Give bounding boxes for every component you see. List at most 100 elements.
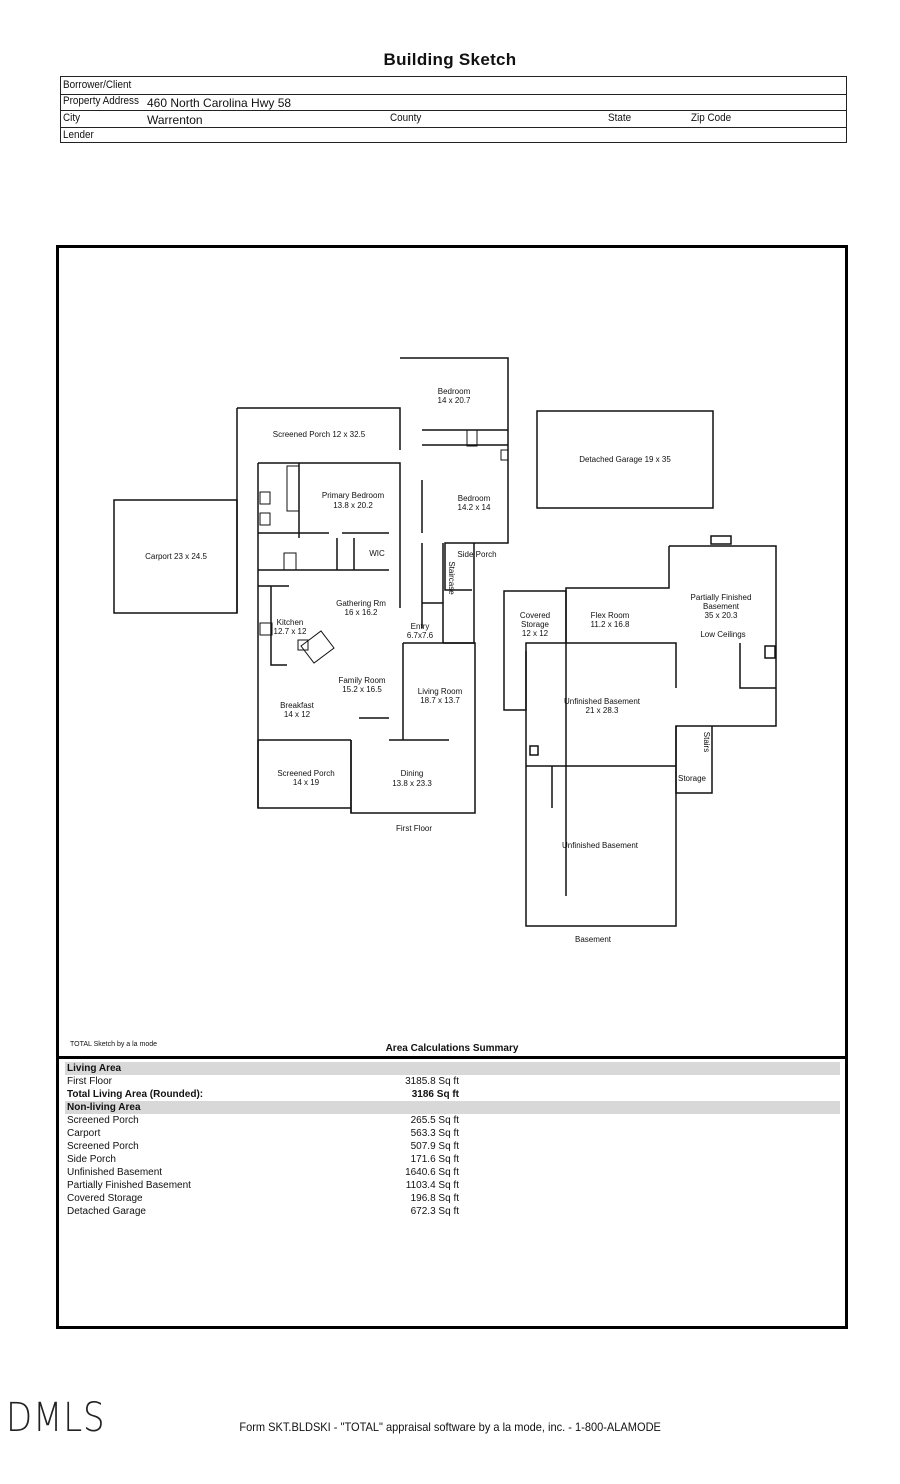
primary-bedroom-label: Primary Bedroom — [322, 491, 385, 500]
lender-label: Lender — [63, 129, 94, 141]
row-value: 563.3 Sq ft — [410, 1128, 459, 1139]
footer-text: Form SKT.BLDSKI - "TOTAL" appraisal soft… — [239, 1420, 661, 1434]
basement-label: Basement — [575, 935, 612, 944]
row-value: 507.9 Sq ft — [410, 1141, 459, 1152]
total-living-area-row: Total Living Area (Rounded): 3186 Sq ft — [65, 1088, 840, 1101]
screened-porch-bottom-size: 14 x 19 — [293, 778, 320, 787]
kitchen-size: 12.7 x 12 — [274, 627, 307, 636]
family-room-size: 15.2 x 16.5 — [342, 685, 382, 694]
property-label: Property Address — [63, 95, 139, 107]
table-row: Screened Porch 265.5 Sq ft — [65, 1114, 840, 1127]
covered-storage-label-1: Covered — [520, 611, 550, 620]
row-value: 1640.6 Sq ft — [405, 1167, 459, 1178]
wic-label: WIC — [369, 549, 385, 558]
dining-label: Dining — [401, 769, 424, 778]
county-label: County — [390, 112, 422, 124]
dmls-logo: DMLS — [6, 1395, 123, 1441]
row-name: Screened Porch — [67, 1115, 139, 1126]
borrower-label: Borrower/Client — [63, 79, 132, 91]
entry-size: 6.7x7.6 — [407, 631, 434, 640]
row-name: Unfinished Basement — [67, 1167, 163, 1178]
row-name: Carport — [67, 1128, 101, 1139]
row-value: 672.3 Sq ft — [410, 1206, 459, 1217]
state-label: State — [608, 112, 632, 124]
pfb-label-2: Basement — [703, 602, 740, 611]
form-footer: Form SKT.BLDSKI - "TOTAL" appraisal soft… — [0, 1420, 900, 1434]
non-living-area-header: Non-living Area — [65, 1101, 840, 1114]
pfb-label-1: Partially Finished — [691, 593, 752, 602]
sketch-credit: TOTAL Sketch by a la mode — [70, 1041, 158, 1048]
table-row: Carport 563.3 Sq ft — [65, 1127, 840, 1140]
unfinished-basement-1-size: 21 x 28.3 — [586, 706, 619, 715]
floor-plan: Bedroom 14 x 20.7 Screened Porch 12 x 32… — [113, 357, 777, 944]
bedroom1-size: 14 x 20.7 — [438, 396, 471, 405]
row-name: Covered Storage — [67, 1193, 143, 1204]
property-info-table: Borrower/Client Property Address 460 Nor… — [60, 76, 847, 143]
table-row: Unfinished Basement 1640.6 Sq ft — [65, 1166, 840, 1179]
table-row: First Floor 3185.8 Sq ft — [65, 1075, 840, 1088]
property-value: 460 North Carolina Hwy 58 — [147, 96, 292, 110]
side-porch-label: Side Porch — [457, 550, 496, 559]
row-value: 1103.4 Sq ft — [405, 1180, 459, 1191]
primary-bedroom-size: 13.8 x 20.2 — [333, 501, 373, 510]
family-room-label: Family Room — [338, 676, 385, 685]
entry-label: Entry — [411, 622, 430, 631]
carport-label: Carport 23 x 24.5 — [145, 552, 207, 561]
city-value: Warrenton — [147, 113, 203, 127]
borrower-row: Borrower/Client — [61, 77, 846, 95]
bedroom2-label: Bedroom — [458, 494, 491, 503]
screened-porch-bottom-label: Screened Porch — [277, 769, 334, 778]
unfinished-basement-2-label: Unfinished Basement — [562, 841, 639, 850]
pfb-size: 35 x 20.3 — [705, 611, 738, 620]
table-row: Partially Finished Basement 1103.4 Sq ft — [65, 1179, 840, 1192]
living-area-header: Living Area — [65, 1062, 840, 1075]
table-row: Covered Storage 196.8 Sq ft — [65, 1192, 840, 1205]
first-floor-row-label: First Floor — [67, 1076, 112, 1087]
row-value: 196.8 Sq ft — [410, 1193, 459, 1204]
property-row: Property Address 460 North Carolina Hwy … — [61, 93, 846, 111]
covered-storage-label-2: Storage — [521, 620, 550, 629]
flex-room-size: 11.2 x 16.8 — [591, 620, 631, 629]
living-room-label: Living Room — [418, 687, 463, 696]
bedroom1-label: Bedroom — [438, 387, 471, 396]
table-row: Side Porch 171.6 Sq ft — [65, 1153, 840, 1166]
area-calculations-table: Living Area First Floor 3185.8 Sq ft Tot… — [65, 1062, 840, 1218]
breakfast-size: 14 x 12 — [284, 710, 311, 719]
lender-row: Lender — [61, 127, 846, 144]
city-row: City Warrenton County State Zip Code — [61, 110, 846, 128]
stairs-label: Stairs — [702, 732, 711, 752]
living-area-label: Living Area — [67, 1063, 122, 1074]
gathering-label: Gathering Rm — [336, 599, 386, 608]
low-ceilings-label: Low Ceilings — [700, 630, 745, 639]
screened-porch-top-label: Screened Porch 12 x 32.5 — [273, 430, 366, 439]
row-name: Detached Garage — [67, 1206, 146, 1217]
storage-label: Storage — [678, 774, 707, 783]
gathering-size: 16 x 16.2 — [345, 608, 378, 617]
summary-divider — [59, 1056, 845, 1059]
row-value: 171.6 Sq ft — [410, 1154, 459, 1165]
table-row: Detached Garage 672.3 Sq ft — [65, 1205, 840, 1218]
bedroom2-size: 14.2 x 14 — [458, 503, 491, 512]
row-name: Partially Finished Basement — [67, 1180, 191, 1191]
dining-size: 13.8 x 23.3 — [392, 779, 432, 788]
breakfast-label: Breakfast — [280, 701, 315, 710]
unfinished-basement-1-label: Unfinished Basement — [564, 697, 641, 706]
room-labels: Bedroom 14 x 20.7 Screened Porch 12 x 32… — [145, 387, 751, 944]
flex-room-label: Flex Room — [591, 611, 630, 620]
detached-garage-label: Detached Garage 19 x 35 — [579, 455, 671, 464]
table-row: Screened Porch 507.9 Sq ft — [65, 1140, 840, 1153]
total-label: Total Living Area (Rounded): — [67, 1089, 204, 1100]
city-label: City — [63, 112, 81, 124]
row-name: Screened Porch — [67, 1141, 139, 1152]
area-summary-title: Area Calculations Summary — [385, 1043, 519, 1054]
living-room-size: 18.7 x 13.7 — [420, 696, 460, 705]
row-value: 265.5 Sq ft — [410, 1115, 459, 1126]
staircase-label: Staircase — [447, 561, 456, 595]
non-living-label: Non-living Area — [67, 1102, 141, 1113]
first-floor-label: First Floor — [396, 824, 432, 833]
sketch-frame: Bedroom 14 x 20.7 Screened Porch 12 x 32… — [56, 245, 848, 1329]
row-name: Side Porch — [67, 1154, 116, 1165]
logo-text: DMLS — [6, 1395, 106, 1441]
zip-label: Zip Code — [691, 112, 732, 124]
first-floor-row-value: 3185.8 Sq ft — [405, 1076, 459, 1087]
